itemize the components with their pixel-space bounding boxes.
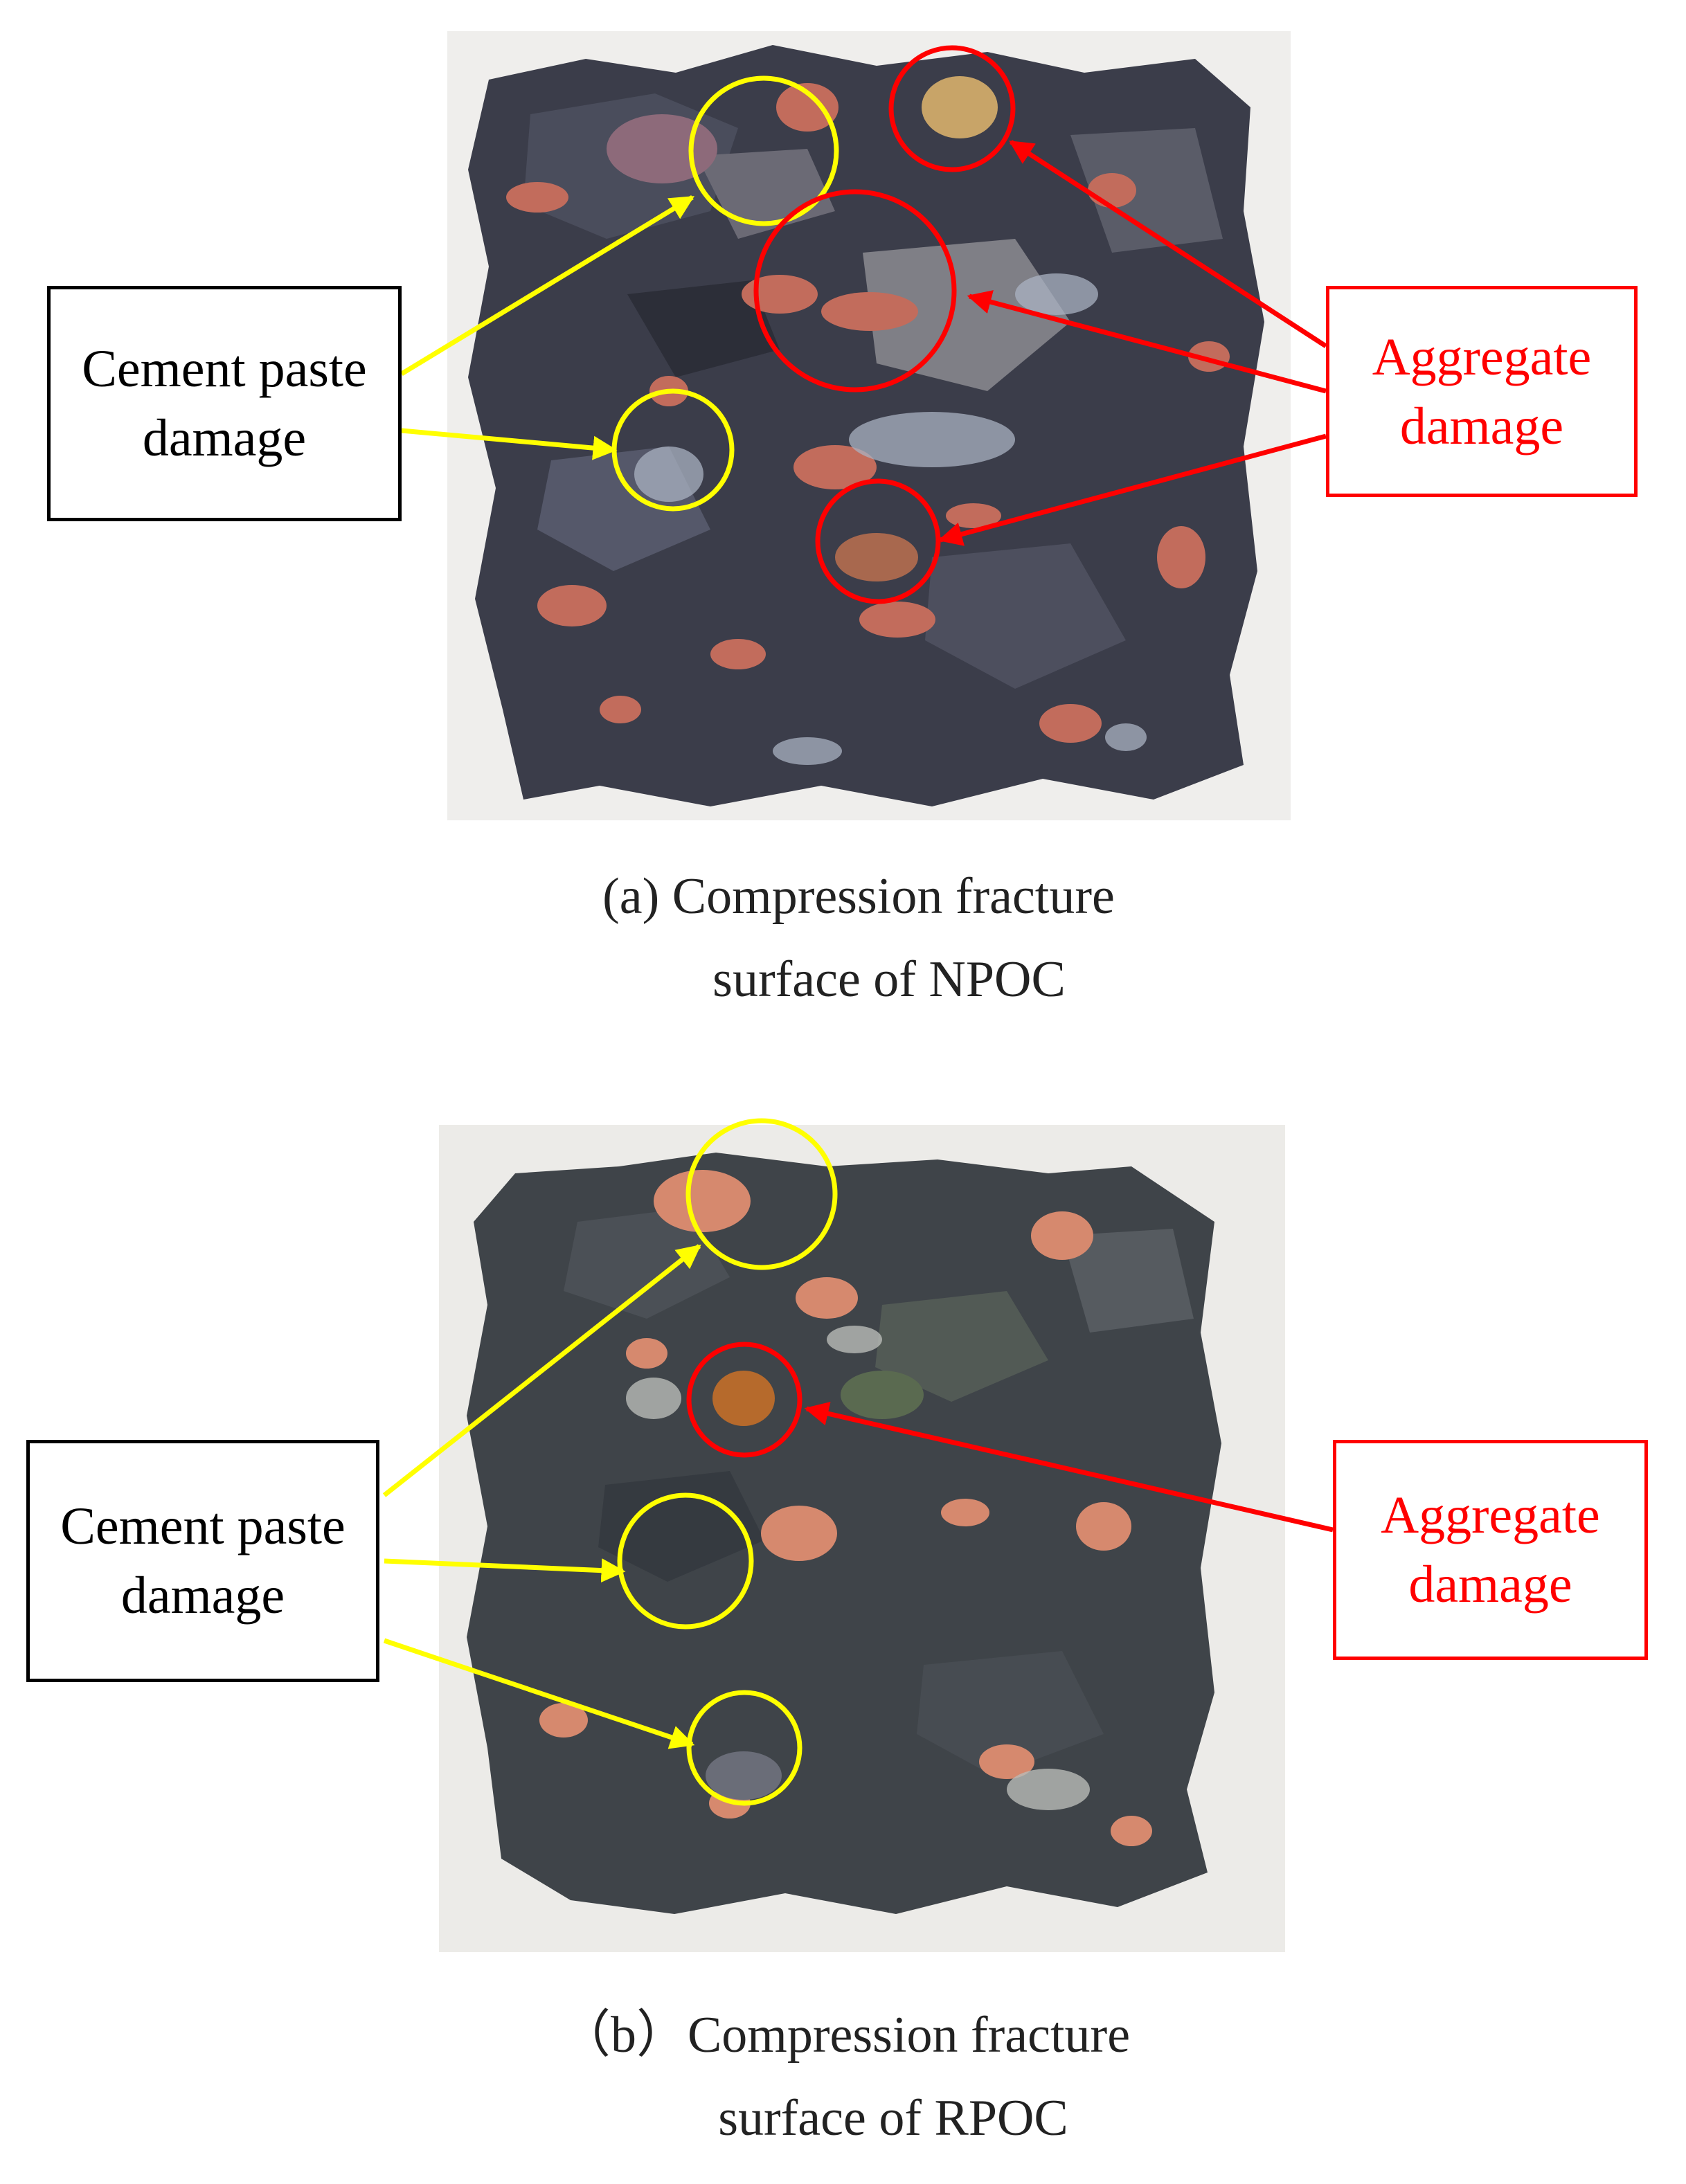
npoc-specimen-image: [447, 31, 1291, 820]
cement-label-line2: damage: [120, 1567, 285, 1625]
aggregate-label-line2: damage: [1399, 397, 1564, 455]
cement-paste-damage-label: Cement paste damage: [47, 286, 402, 521]
caption-b-line1: （b）Compression fracture: [559, 2007, 1131, 2064]
caption-a-line1: (a) Compression fracture: [602, 868, 1115, 925]
aggregate-label-line1: Aggregate: [1372, 327, 1592, 386]
aggregate-label-line2: damage: [1408, 1555, 1572, 1614]
cement-label-line1: Cement paste: [82, 340, 367, 398]
npoc-fracture-photo: [447, 31, 1291, 820]
rpoc-fracture-photo: [439, 1125, 1285, 1952]
caption-b-line2: surface of RPOC: [718, 2090, 1068, 2147]
aggregate-damage-label: Aggregate damage: [1326, 286, 1638, 497]
aggregate-damage-label: Aggregate damage: [1333, 1440, 1648, 1660]
cement-label-line2: damage: [142, 409, 307, 467]
cement-paste-damage-label: Cement paste damage: [26, 1440, 379, 1682]
aggregate-label-line1: Aggregate: [1381, 1486, 1600, 1544]
rpoc-specimen-image: [439, 1125, 1285, 1952]
cement-label-line1: Cement paste: [60, 1497, 346, 1555]
caption-a-line2: surface of NPOC: [712, 951, 1066, 1008]
